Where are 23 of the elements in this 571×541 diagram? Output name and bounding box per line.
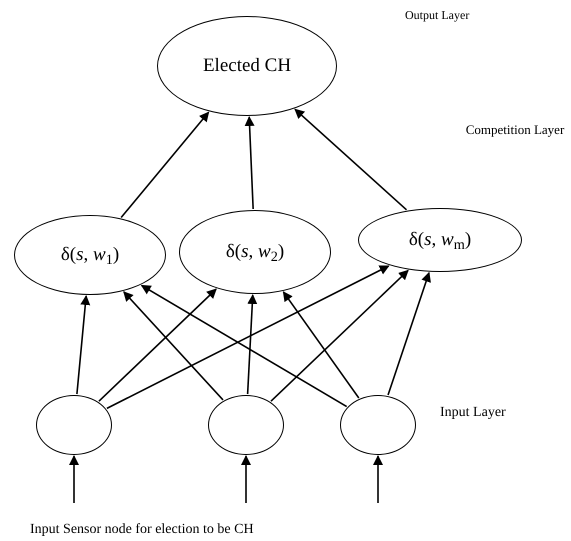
node-text: δ(s, w$_{m}$) xyxy=(408,228,472,252)
arrow xyxy=(387,272,431,396)
arrow xyxy=(106,265,390,410)
arrow xyxy=(241,455,251,503)
layer-label: Output Layer xyxy=(405,8,470,23)
layer-label: Competition Layer xyxy=(465,122,565,138)
caption-text: Input Sensor node for election to be CH xyxy=(30,521,255,538)
arrow xyxy=(69,455,79,503)
node-text: δ(s, w$_{1}$) xyxy=(60,243,120,267)
arrow xyxy=(246,294,258,394)
arrow xyxy=(120,111,210,218)
arrow xyxy=(98,288,217,402)
arrow xyxy=(123,291,224,400)
arrow xyxy=(373,455,383,503)
arrow xyxy=(270,270,409,402)
arrow xyxy=(76,294,90,394)
arrow xyxy=(282,291,360,398)
arrow xyxy=(140,284,348,408)
arrow xyxy=(294,108,408,210)
node-text: δ(s, w$_{2}$) xyxy=(226,240,284,264)
layer-label: Input Layer xyxy=(440,404,507,422)
arrow xyxy=(244,116,255,210)
node-text: Elected CH xyxy=(202,54,292,78)
